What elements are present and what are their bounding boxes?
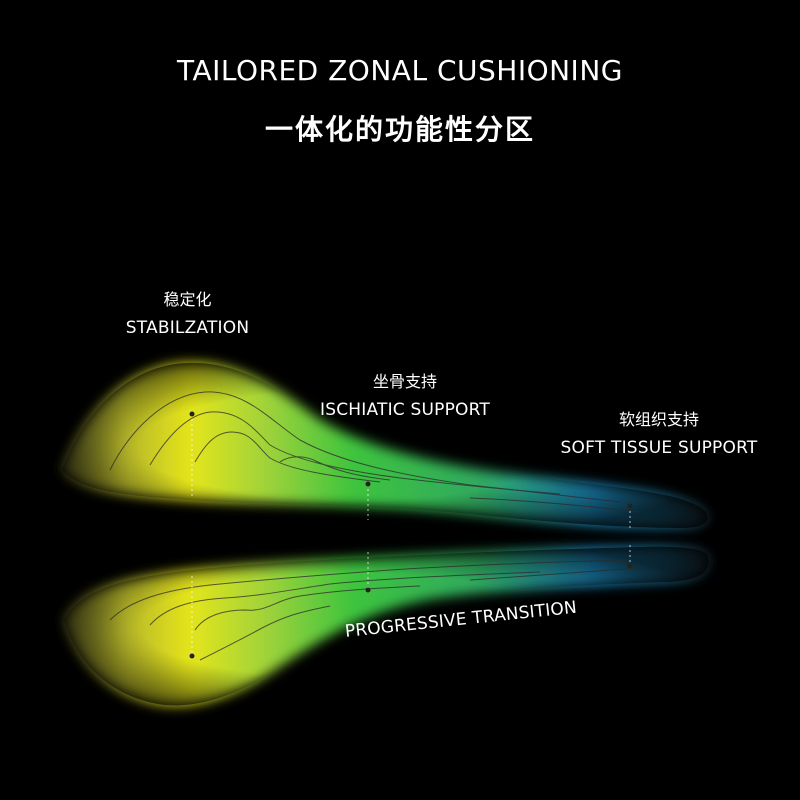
bottom-soft-tissue-marker-dot: [627, 563, 633, 569]
stabilization-marker-dot: [189, 411, 195, 417]
heading-english: TAILORED ZONAL CUSHIONING: [177, 54, 623, 87]
bottom-pad-shade: [64, 546, 709, 706]
ischiatic-support-label: 坐骨支持 ISCHIATIC SUPPORT: [300, 374, 510, 419]
soft-tissue-support-label-en: SOFT TISSUE SUPPORT: [560, 438, 758, 458]
saddle-bottom-view: [64, 545, 709, 706]
top-pad-shade: [62, 362, 708, 528]
bottom-stabilization-marker-dot: [189, 653, 195, 659]
stabilization-label-cn: 稳定化: [163, 290, 212, 309]
ischiatic-support-label-en: ISCHIATIC SUPPORT: [320, 400, 490, 420]
saddle-top-view: [62, 362, 708, 530]
bottom-ischiatic-marker-dot: [365, 587, 371, 593]
stabilization-label: 稳定化 STABILZATION: [100, 292, 275, 337]
stabilization-label-en: STABILZATION: [125, 318, 250, 338]
heading-chinese: 一体化的功能性分区: [264, 113, 535, 146]
ischiatic-marker-dot: [365, 481, 371, 487]
soft-tissue-support-label: 软组织支持 SOFT TISSUE SUPPORT: [548, 412, 770, 457]
ischiatic-support-label-cn: 坐骨支持: [372, 372, 437, 391]
bottom-contour-lines: [109, 559, 641, 661]
soft-tissue-support-label-cn: 软组织支持: [618, 410, 699, 429]
top-contour-lines: [109, 391, 641, 513]
soft-tissue-marker-dot: [627, 503, 633, 509]
